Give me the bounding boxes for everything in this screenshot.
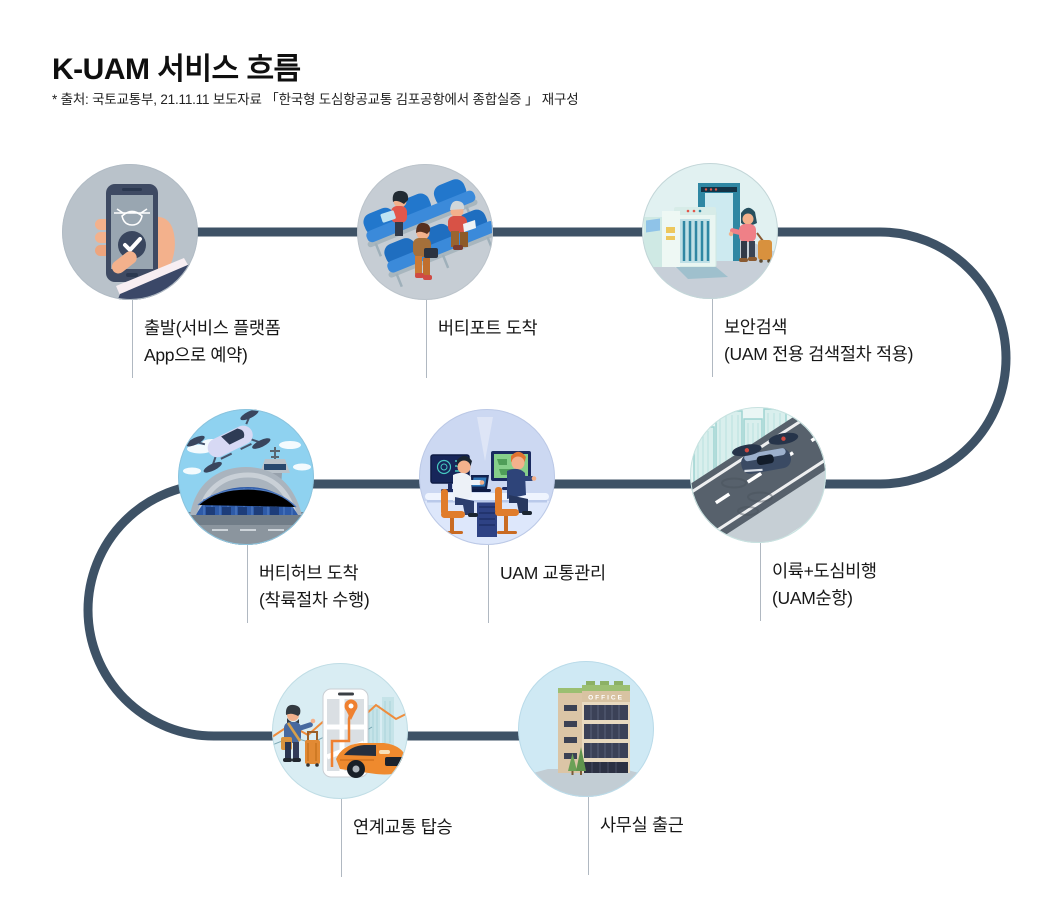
label-tick-line (132, 300, 133, 378)
step-circle-departure (62, 164, 198, 300)
source-note: * 출처: 국토교통부, 21.11.11 보도자료 「한국형 도심항공교통 김… (52, 92, 579, 107)
taxi-car (336, 743, 407, 778)
uam-drone-sketch (114, 208, 150, 226)
step-label: 보안검색 (UAM 전용 검색절차 적용) (724, 317, 914, 364)
label-tick-line (247, 545, 248, 623)
office-building: OFFICE (558, 681, 630, 773)
security-screening-gate-icon (642, 163, 778, 299)
check-icon (123, 237, 142, 252)
label-tick-line (760, 543, 761, 621)
last-mile-taxi-icon (272, 663, 408, 799)
step-label: UAM 교통관리 (500, 563, 606, 583)
vertiport-waiting-seats-icon (357, 164, 493, 300)
uam-city-flight-icon (690, 407, 826, 543)
step-circle-vertiport-arrival (357, 164, 493, 300)
office-sign-text: OFFICE (588, 695, 624, 702)
step-label: 버티포트 도착 (438, 318, 538, 338)
passenger-with-luggage (728, 207, 772, 263)
vertihub-hangar (190, 467, 302, 515)
step-circle-vertihub-arrival (178, 409, 314, 545)
uam-vehicle (732, 432, 799, 474)
trees (568, 747, 586, 775)
step-circle-takeoff-city-flight (690, 407, 826, 543)
step-label: 이륙+도심비행 (UAM순항) (772, 561, 877, 608)
traffic-control-room-icon (419, 409, 555, 545)
step-circle-security-check (642, 163, 778, 299)
step-circle-connecting-transport (272, 663, 408, 799)
uam-aircraft (186, 409, 271, 473)
waiting-passenger-laptop (380, 190, 409, 236)
xray-machine (644, 211, 680, 267)
traveler-with-suitcase (281, 704, 320, 767)
operator-left (441, 455, 485, 534)
step-label: 출발(서비스 플랫폼 App으로 예약) (144, 318, 281, 365)
operator-right (495, 451, 537, 534)
step-label: 버티허브 도착 (착륙절차 수행) (259, 563, 370, 610)
label-tick-line (341, 799, 342, 877)
phone-booking-check-icon (62, 164, 198, 300)
page-title: K-UAM 서비스 흐름 (52, 53, 301, 86)
label-tick-line (712, 299, 713, 377)
step-label: 사무실 출근 (600, 815, 684, 835)
office-building-icon: OFFICE (518, 661, 654, 797)
label-tick-line (488, 545, 489, 623)
body-scanner-booth (673, 207, 728, 279)
step-circle-office-arrival: OFFICE (518, 661, 654, 797)
label-tick-line (588, 797, 589, 875)
step-label: 연계교통 탑승 (353, 817, 453, 837)
step-circle-traffic-management (419, 409, 555, 545)
rotor-shadows (721, 477, 773, 516)
label-tick-line (426, 300, 427, 378)
vertihub-landing-icon (178, 409, 314, 545)
waiting-passenger-reading (448, 200, 476, 250)
waiting-passenger-briefcase (413, 222, 438, 280)
